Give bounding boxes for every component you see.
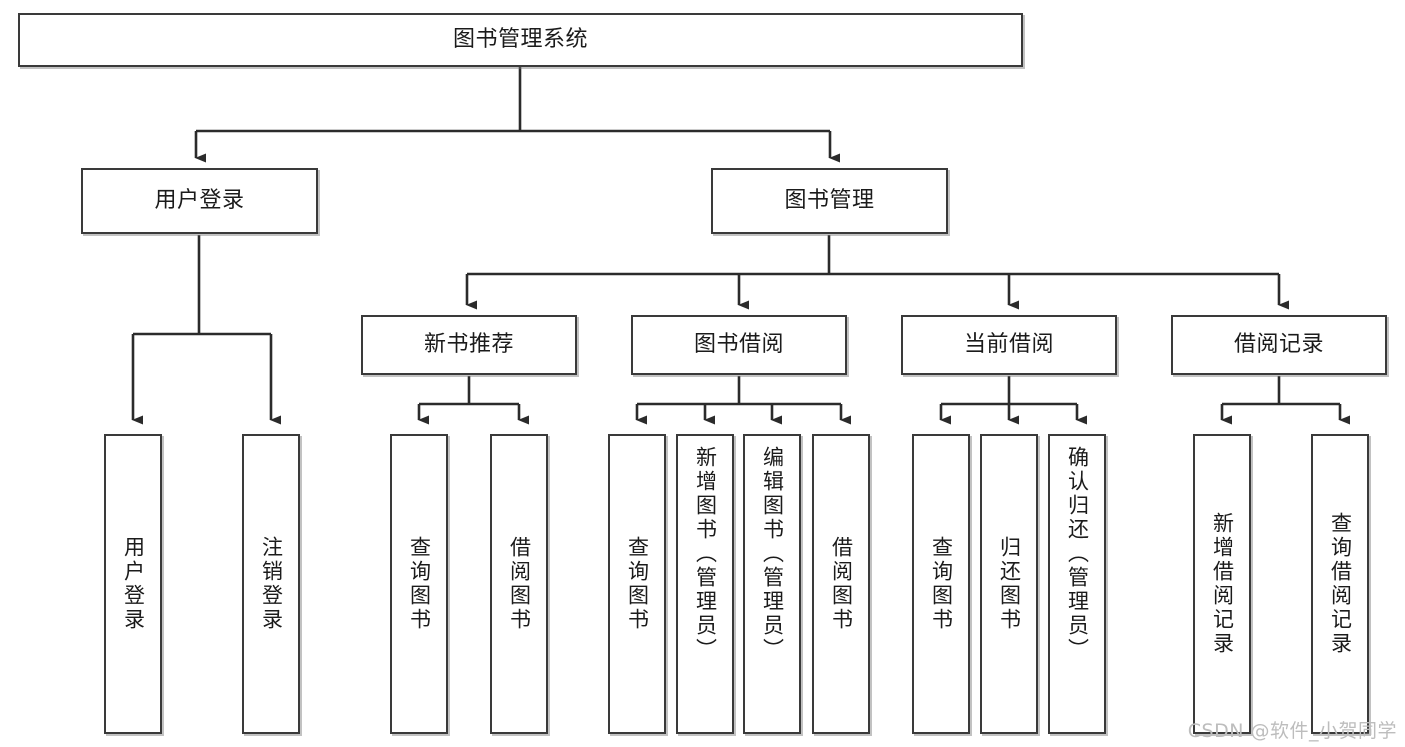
leaf-user-login-login[interactable]: 用户登录 — [104, 434, 162, 734]
node-label: 查询图书 — [625, 536, 650, 632]
leaf-book-borrow-edit[interactable]: 编辑图书（管理员） — [743, 434, 801, 734]
node-label: 新增借阅记录 — [1210, 512, 1235, 656]
node-label: 查询图书 — [929, 536, 954, 632]
node-label: 归还图书 — [997, 536, 1022, 632]
node-label: 查询图书 — [407, 536, 432, 632]
node-label: 用户登录 — [154, 188, 245, 214]
node-label: 用户登录 — [121, 536, 146, 632]
node-book-management[interactable]: 图书管理 — [711, 168, 948, 234]
node-borrow-record[interactable]: 借阅记录 — [1171, 315, 1387, 375]
node-label: 借阅图书 — [829, 536, 854, 632]
node-root-system[interactable]: 图书管理系统 — [18, 13, 1023, 67]
node-label: 图书管理系统 — [452, 27, 588, 53]
leaf-borrow-record-add[interactable]: 新增借阅记录 — [1193, 434, 1251, 734]
node-label: 确认归还（管理员） — [1065, 446, 1090, 662]
node-label: 图书管理 — [784, 188, 875, 214]
node-label: 查询借阅记录 — [1328, 512, 1353, 656]
leaf-new-book-borrow[interactable]: 借阅图书 — [490, 434, 548, 734]
leaf-book-borrow-query[interactable]: 查询图书 — [608, 434, 666, 734]
node-label: 新增图书（管理员） — [693, 446, 718, 662]
node-new-book-recommend[interactable]: 新书推荐 — [361, 315, 577, 375]
leaf-current-borrow-confirm[interactable]: 确认归还（管理员） — [1048, 434, 1106, 734]
node-label: 当前借阅 — [963, 332, 1054, 358]
node-label: 注销登录 — [259, 536, 284, 632]
leaf-book-borrow-add[interactable]: 新增图书（管理员） — [676, 434, 734, 734]
node-user-login[interactable]: 用户登录 — [81, 168, 318, 234]
node-label: 编辑图书（管理员） — [760, 446, 785, 662]
csdn-watermark: CSDN @软件_小贺同学 — [1187, 720, 1397, 742]
node-label: 图书借阅 — [693, 332, 784, 358]
leaf-current-borrow-return[interactable]: 归还图书 — [980, 434, 1038, 734]
node-label: 新书推荐 — [423, 332, 514, 358]
leaf-new-book-query[interactable]: 查询图书 — [390, 434, 448, 734]
node-label: 借阅图书 — [507, 536, 532, 632]
node-current-borrow[interactable]: 当前借阅 — [901, 315, 1117, 375]
leaf-current-borrow-query[interactable]: 查询图书 — [912, 434, 970, 734]
leaf-borrow-record-query[interactable]: 查询借阅记录 — [1311, 434, 1369, 734]
node-label: 借阅记录 — [1233, 332, 1324, 358]
leaf-book-borrow-borrow[interactable]: 借阅图书 — [812, 434, 870, 734]
leaf-user-login-logout[interactable]: 注销登录 — [242, 434, 300, 734]
node-book-borrow[interactable]: 图书借阅 — [631, 315, 847, 375]
